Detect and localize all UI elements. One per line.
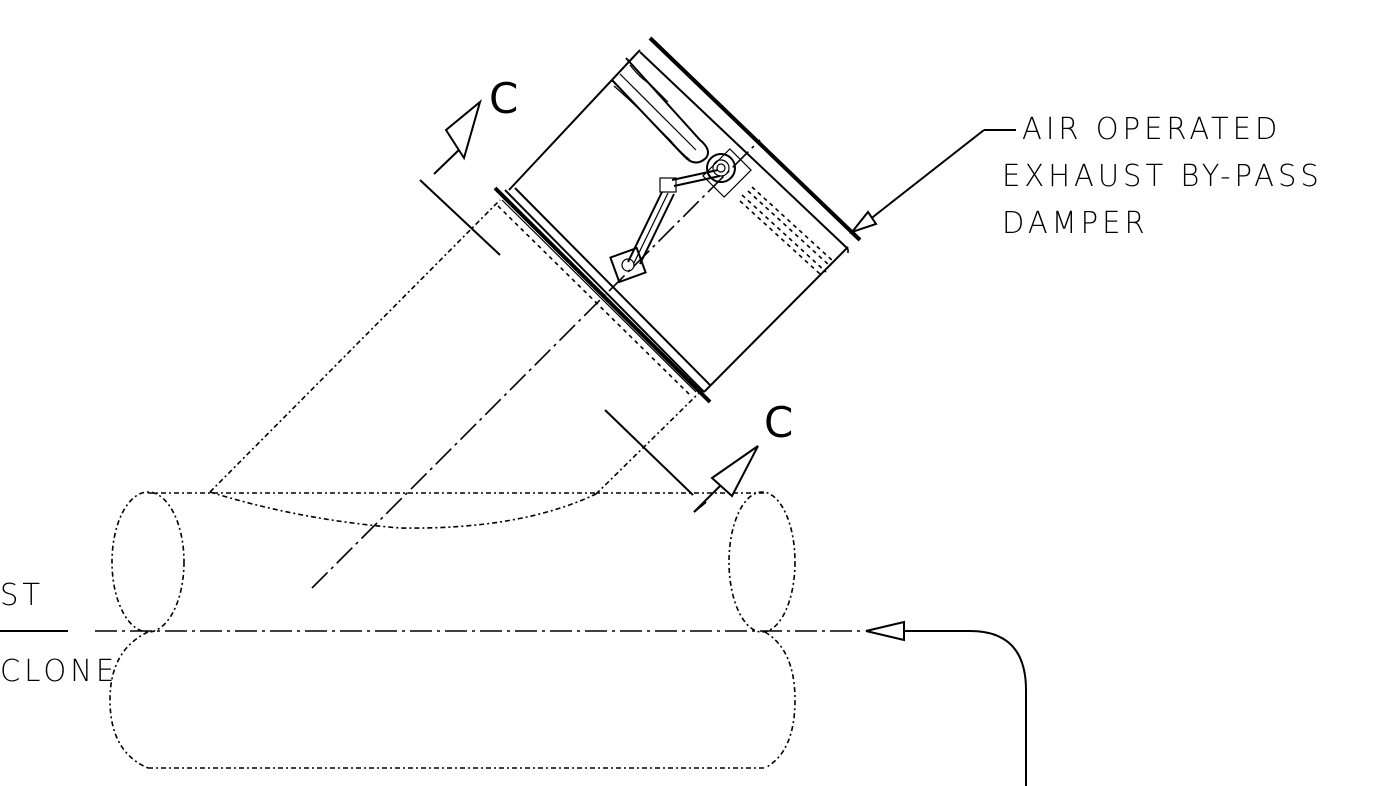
damper-callout-line-3: DAMPER (1002, 204, 1149, 241)
branch-duct-hidden-lines (209, 199, 701, 529)
flow-arrow (865, 620, 1027, 786)
callout-leader (849, 129, 1016, 235)
damper-centerline (311, 139, 761, 589)
section-mark-top: C (489, 74, 519, 123)
section-cut-bottom (604, 409, 759, 513)
section-cut-top (419, 99, 501, 256)
left-label-line-2: CLONE (0, 652, 119, 689)
main-duct (109, 491, 796, 769)
left-label-line-1: ST (0, 576, 45, 613)
actuator-linkage (609, 148, 752, 284)
blade-seat-hidden-lines (739, 186, 835, 275)
damper-callout-line-1: AIR OPERATED (1022, 110, 1282, 147)
damper-blade (611, 57, 709, 164)
damper-callout-line-2: EXHAUST BY-PASS (1002, 157, 1323, 194)
damper-body (493, 36, 862, 404)
section-mark-bottom: C (764, 398, 794, 447)
